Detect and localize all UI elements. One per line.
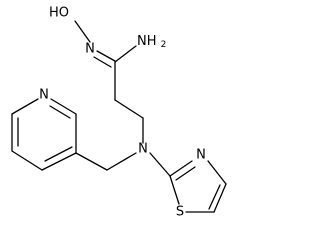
pyridine-bond-5 [50, 98, 77, 115]
pyridine-bond-1 [41, 152, 77, 171]
amine-subscript-text: 2 [161, 40, 167, 50]
pyridine-bond-2 [11, 150, 43, 171]
pyridine-bond-1-inner [44, 146, 73, 162]
thiazole-bond-n3-c4 [207, 160, 227, 185]
atom-label-amine: NH 2 [137, 34, 166, 51]
bond-n-c-double-b [93, 56, 112, 68]
thiazole-bond-s1-c2 [169, 175, 180, 205]
atom-label-oxime-nitrogen: N [85, 42, 95, 57]
atom-label-thiazole-sulfur: S [176, 205, 184, 220]
bond-n-c-double-a [96, 50, 116, 62]
bond-n-benzyl-ch2 [106, 152, 137, 171]
atom-label-tertiary-nitrogen: N [138, 142, 148, 157]
bond-ch2-pyridine [75, 152, 108, 171]
bond-o-n-oxime [74, 20, 91, 43]
atom-labels: HO N NH 2 N N N S [39, 6, 206, 220]
thiazole-bond-c2-n3-b [175, 166, 196, 181]
bonds [11, 20, 227, 213]
atom-label-thiazole-nitrogen: N [196, 148, 206, 163]
atom-label-pyridine-nitrogen: N [39, 88, 49, 103]
pyridine-bond-4 [11, 98, 39, 115]
thiazole-bond-c4-c5-a [213, 183, 227, 213]
thiazole-bond-c4-c5-b [208, 184, 221, 210]
pyridine-bond-5-inner [49, 105, 71, 119]
bond-n-thiazole [149, 152, 171, 177]
amine-main-text: NH [137, 34, 157, 49]
thiazole-bond-c2-n3-a [169, 160, 193, 177]
bond-ch2-ch2 [114, 99, 144, 119]
chemical-structure-diagram: HO N NH 2 N N N S [11, 6, 227, 220]
bond-c-nh2 [114, 45, 137, 63]
atom-label-hydroxyl: HO [49, 6, 69, 21]
